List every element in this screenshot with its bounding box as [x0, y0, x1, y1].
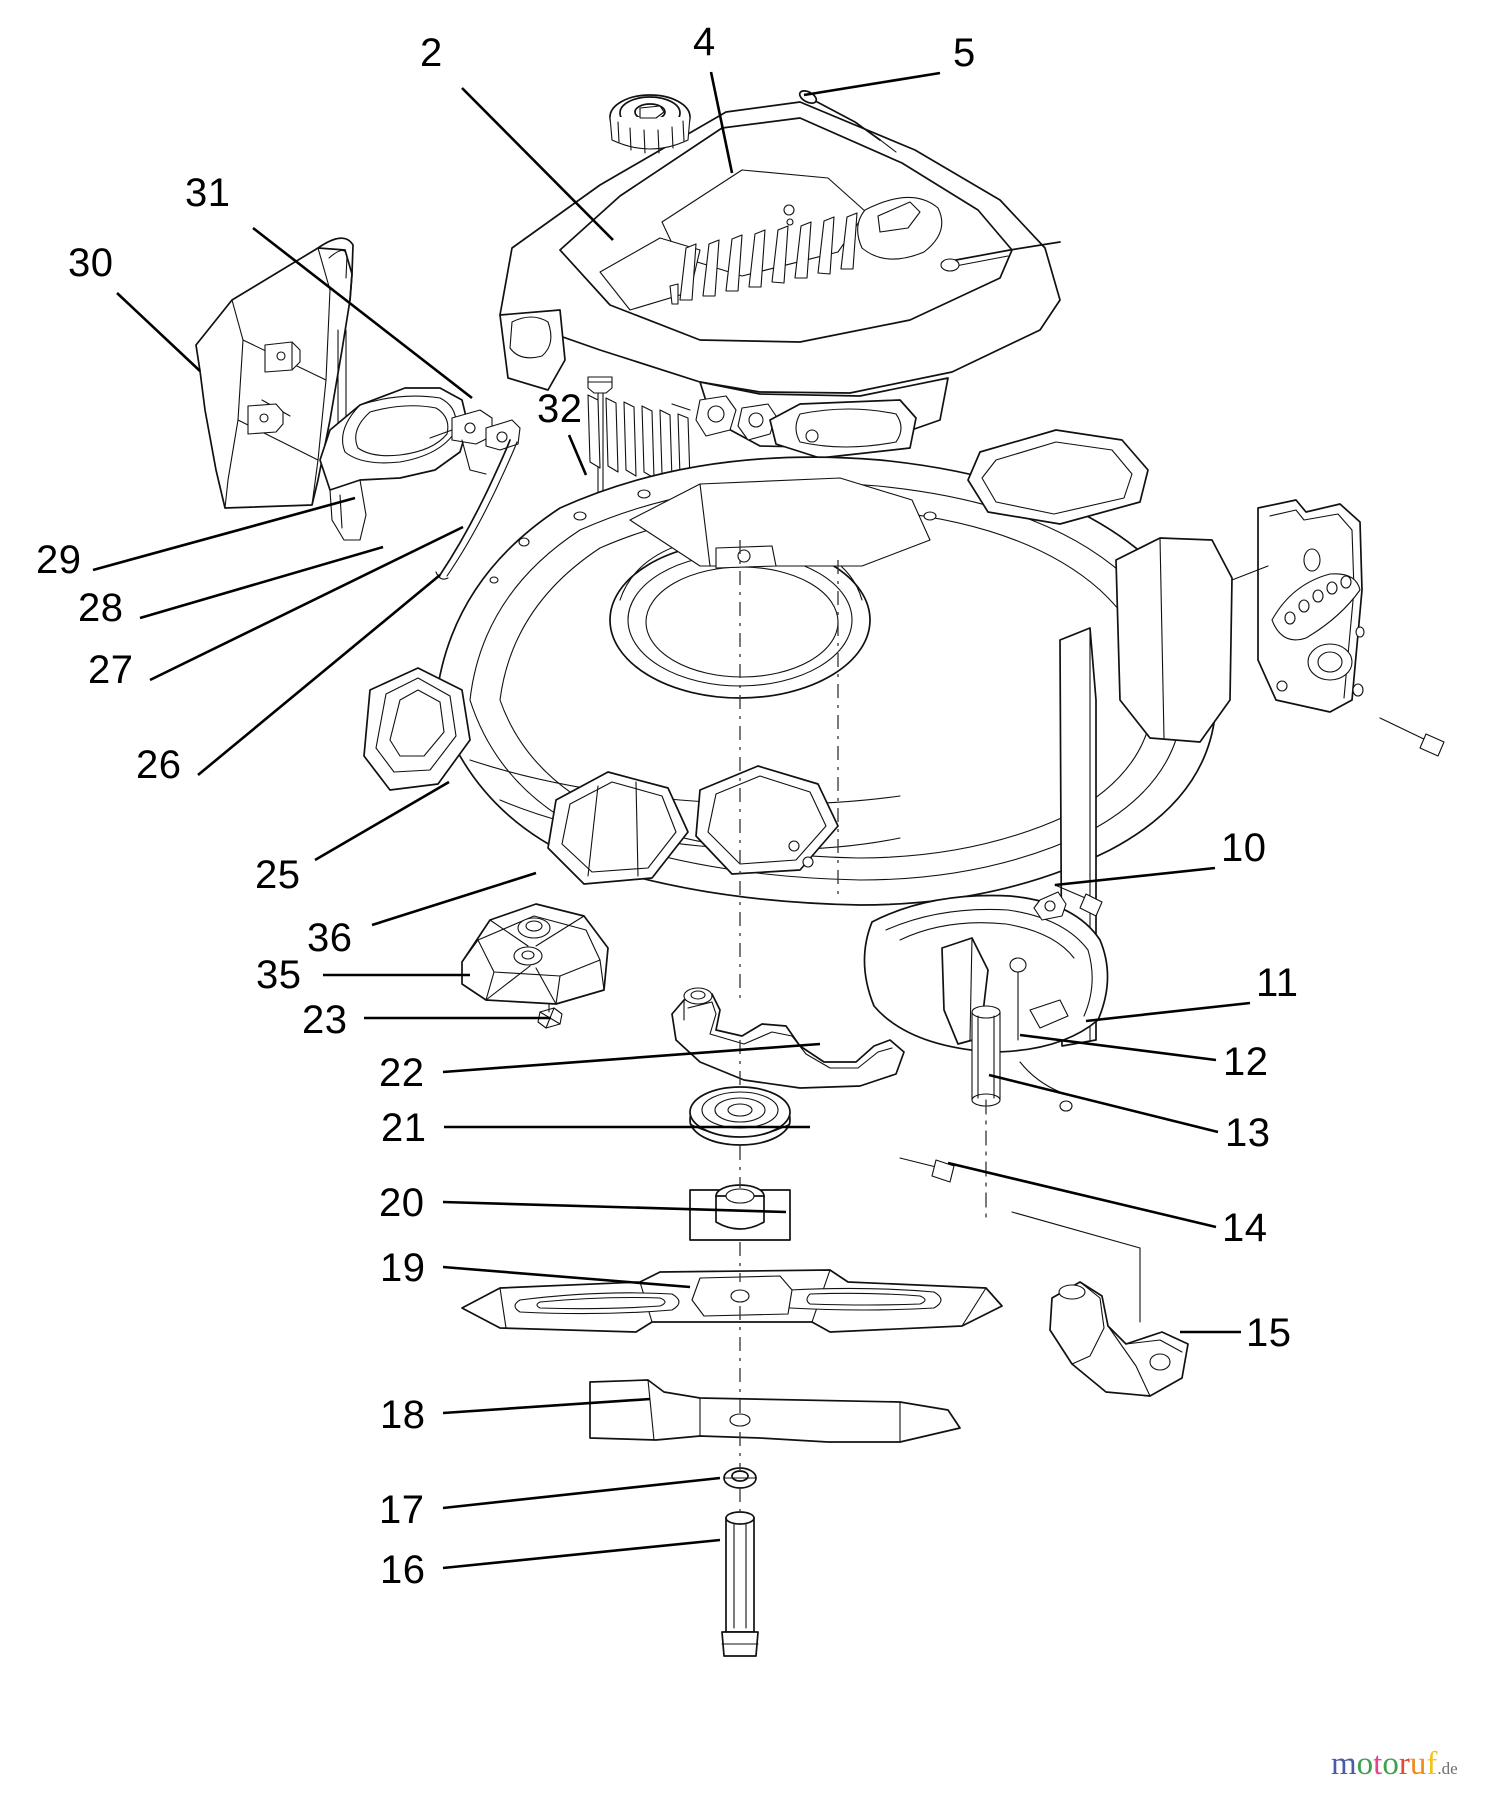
motoruf-watermark: motoruf.de: [1331, 1748, 1458, 1781]
part-bearing-21: [689, 1086, 791, 1146]
leader-line-20: [442, 1200, 787, 1214]
callout-number-30[interactable]: 30: [68, 241, 114, 285]
leader-line-10: [1054, 866, 1216, 887]
part-deflector-hinge-hardware: [247, 341, 301, 435]
watermark-letter-4: r: [1398, 1746, 1410, 1782]
leader-line-4: [709, 71, 734, 174]
callout-number-19[interactable]: 19: [380, 1246, 426, 1290]
callout-number-25[interactable]: 25: [255, 853, 301, 897]
part-height-adjust-plate: [1231, 499, 1445, 757]
callout-number-2[interactable]: 2: [420, 31, 443, 75]
part-mulch-plate-18: [589, 1379, 961, 1443]
callout-number-18[interactable]: 18: [380, 1393, 426, 1437]
part-blade-19: [461, 1269, 1003, 1333]
part-deflector-bracket-15: [1011, 1211, 1189, 1397]
leader-line-18: [442, 1397, 651, 1415]
part-bolt-16: [721, 1511, 759, 1657]
part-control-rod-26: [435, 439, 518, 580]
callout-number-21[interactable]: 21: [381, 1106, 427, 1150]
leader-line-12: [1019, 1033, 1217, 1062]
callout-number-5[interactable]: 5: [953, 31, 976, 75]
callout-number-32[interactable]: 32: [537, 387, 583, 431]
part-spacer-13: [971, 1005, 1001, 1221]
watermark-letter-0: m: [1331, 1746, 1357, 1782]
part-link-bracket-28: [429, 409, 521, 475]
leader-line-28: [139, 545, 384, 620]
part-grass-deflector-30: [195, 247, 353, 509]
leader-line-25: [314, 780, 450, 862]
watermark-letter-1: o: [1356, 1746, 1374, 1782]
leader-line-13: [988, 1073, 1219, 1134]
leader-line-31: [252, 226, 473, 400]
part-adapter-36: [461, 903, 609, 1029]
callout-number-10[interactable]: 10: [1221, 826, 1267, 870]
leader-line-36: [371, 871, 537, 927]
part-brake-bracket-22: [671, 987, 905, 1089]
leader-line-27: [149, 525, 464, 682]
callout-number-13[interactable]: 13: [1225, 1111, 1271, 1155]
callout-number-16[interactable]: 16: [380, 1548, 426, 1592]
part-blade-adapter-20: [689, 1184, 791, 1241]
callout-number-11[interactable]: 11: [1256, 961, 1299, 1005]
callout-number-26[interactable]: 26: [136, 743, 182, 787]
leader-line-14: [947, 1161, 1217, 1229]
part-lock-washer-17: [723, 1467, 757, 1489]
leader-line-17: [442, 1476, 721, 1510]
leader-line-19: [442, 1265, 691, 1289]
part-mower-deck-25: [363, 429, 1233, 1047]
leader-line-29: [92, 496, 356, 572]
part-screw-14: [899, 1157, 955, 1183]
callout-number-35[interactable]: 35: [256, 953, 302, 997]
callout-number-22[interactable]: 22: [379, 1051, 425, 1095]
watermark-letter-6: f: [1426, 1746, 1438, 1782]
leader-line-11: [1085, 1001, 1251, 1023]
callout-number-23[interactable]: 23: [302, 998, 348, 1042]
callout-number-36[interactable]: 36: [307, 916, 353, 960]
leader-line-30: [116, 292, 201, 372]
part-fuel-cap: [609, 94, 691, 154]
leader-line-5: [803, 71, 941, 97]
callout-number-20[interactable]: 20: [379, 1181, 425, 1225]
callout-number-14[interactable]: 14: [1222, 1206, 1268, 1250]
callout-leader-lines: [92, 71, 1251, 1570]
leader-line-32: [567, 434, 588, 476]
watermark-tld: .de: [1437, 1759, 1458, 1778]
callout-number-17[interactable]: 17: [379, 1488, 425, 1532]
leader-line-26: [197, 573, 441, 777]
leader-line-16: [442, 1538, 721, 1570]
callout-number-15[interactable]: 15: [1246, 1311, 1292, 1355]
callout-number-4[interactable]: 4: [693, 20, 716, 64]
callout-number-12[interactable]: 12: [1223, 1040, 1269, 1084]
watermark-letter-3: o: [1382, 1746, 1399, 1782]
part-screw-10: [1054, 884, 1103, 917]
watermark-letter-2: t: [1373, 1746, 1383, 1782]
callout-number-31[interactable]: 31: [185, 171, 231, 215]
callout-number-29[interactable]: 29: [36, 538, 82, 582]
watermark-letter-5: u: [1409, 1746, 1427, 1782]
callout-number-28[interactable]: 28: [78, 586, 124, 630]
leader-line-22: [442, 1042, 821, 1074]
leader-line-2: [461, 87, 614, 241]
callout-number-27[interactable]: 27: [88, 648, 134, 692]
